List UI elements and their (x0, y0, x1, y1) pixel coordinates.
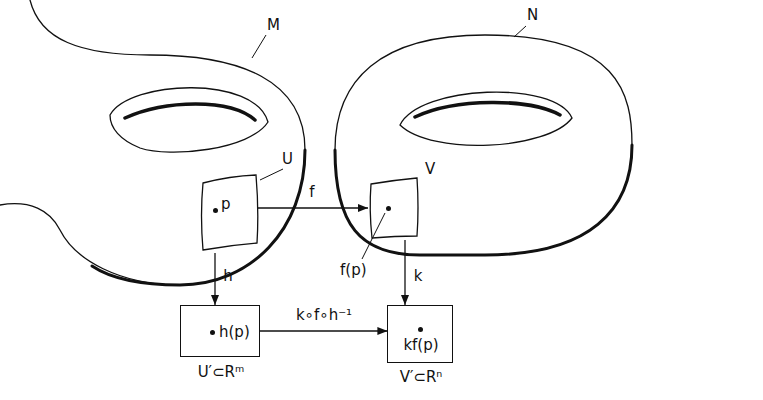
chart-patch: Up (200, 175, 258, 253)
surface-outline (0, 0, 310, 295)
leader-line (260, 169, 283, 180)
outline-stroke (335, 145, 632, 255)
outline-stroke (370, 178, 418, 238)
point-label: U (282, 150, 293, 168)
leader-line (514, 26, 526, 37)
point-label: M (267, 16, 280, 34)
chart-label: p (221, 195, 231, 213)
chart-label: U′⊂Rᵐ (198, 363, 245, 381)
outline-stroke (92, 150, 305, 285)
point-dot (210, 330, 215, 335)
point-label: h(p) (219, 323, 250, 341)
outline-stroke (0, 0, 305, 285)
surface-outline (200, 175, 258, 253)
point-label: N (527, 6, 538, 24)
outline-stroke (125, 104, 255, 120)
point-label: V (425, 160, 435, 178)
point-label: kf(p) (403, 336, 438, 354)
outline-stroke (202, 175, 258, 250)
chart-label: V′⊂Rⁿ (400, 368, 443, 386)
leader-line (362, 213, 385, 259)
outline-stroke (110, 88, 268, 152)
outline-stroke (400, 92, 572, 145)
map-label: f (309, 183, 314, 201)
surface-outline (368, 176, 420, 240)
chart-patch: Vf(p) (368, 176, 420, 240)
surface-outline (330, 28, 635, 260)
map-arrow (258, 207, 368, 208)
point-dot (213, 208, 218, 213)
point-dot (418, 327, 423, 332)
map-label: k∘f∘h⁻¹ (296, 306, 352, 324)
map-arrow (260, 330, 387, 331)
chart-label: f(p) (340, 261, 367, 279)
outline-stroke (415, 102, 560, 117)
coordinate-box: h(p)U′⊂Rᵐ (180, 305, 260, 357)
coordinate-box: kf(p)V′⊂Rⁿ (387, 305, 452, 363)
leader-line (252, 35, 266, 58)
map-arrow (214, 253, 215, 305)
torus-surface: Vf(p)N (330, 28, 635, 260)
manifold-surface: Up M (0, 0, 310, 295)
outline-stroke (335, 35, 632, 255)
map-arrow (404, 240, 405, 305)
point-dot (386, 206, 391, 211)
map-label: k (414, 267, 423, 285)
map-label: h (223, 267, 233, 285)
